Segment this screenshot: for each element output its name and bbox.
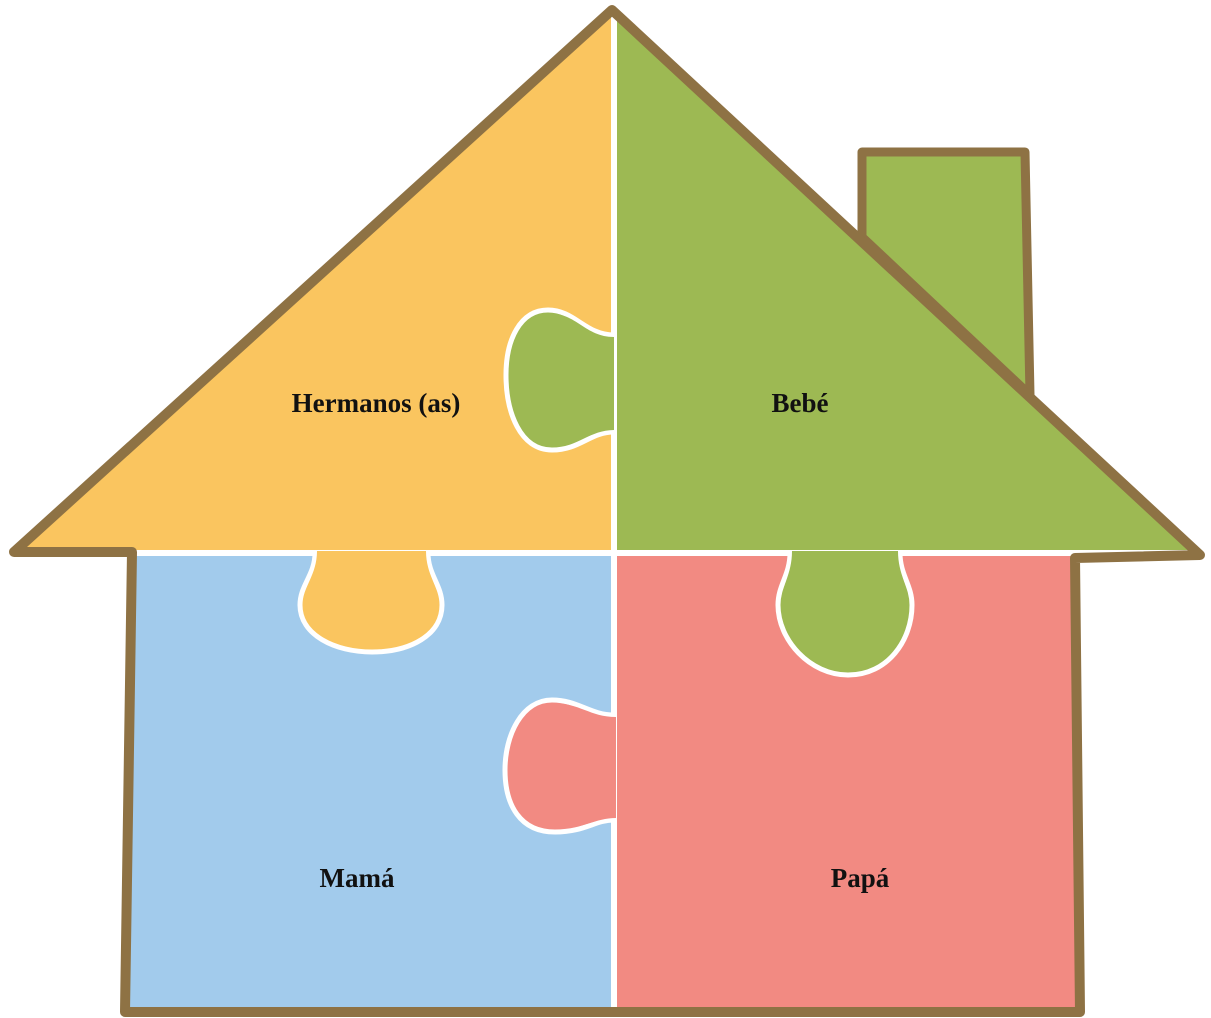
label-baby: Bebé (772, 388, 829, 418)
label-siblings: Hermanos (as) (292, 388, 461, 418)
piece-siblings (0, 0, 614, 553)
label-mom: Mamá (320, 863, 395, 893)
label-dad: Papá (831, 863, 890, 893)
